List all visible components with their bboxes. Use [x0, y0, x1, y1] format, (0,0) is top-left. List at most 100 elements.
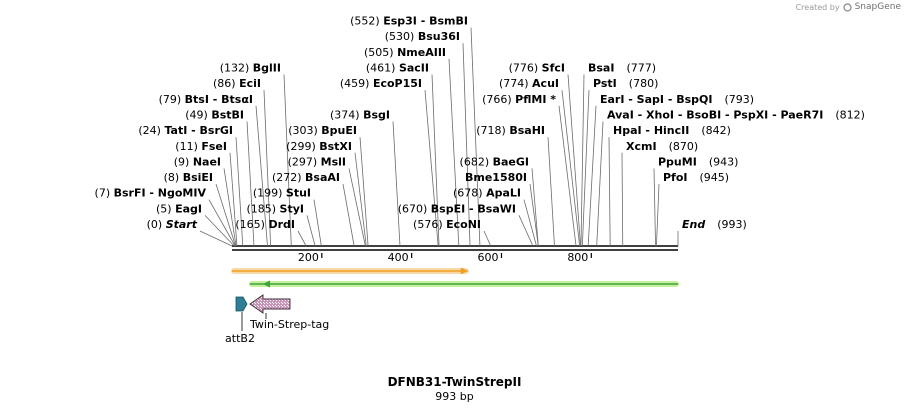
- site-label: (530) Bsu36I: [385, 30, 460, 43]
- restriction-site[interactable]: (530) Bsu36I: [385, 30, 471, 247]
- site-label: (8) BsiEI: [164, 171, 213, 184]
- site-label: (49) BstBI: [185, 108, 244, 121]
- ruler-tick-label: 800: [567, 251, 588, 264]
- ruler-tick: 200: [298, 251, 323, 264]
- ruler-tick: 600: [477, 251, 503, 264]
- credit-brand: SnapGene: [854, 2, 901, 12]
- site-label: PpuMI(943): [658, 155, 738, 168]
- orf-arrow[interactable]: [248, 280, 679, 288]
- backbone: [232, 245, 678, 251]
- site-label: (9) NaeI: [174, 155, 221, 168]
- site-label: (774) AcuI: [499, 77, 559, 90]
- restriction-site[interactable]: (24) TatI - BsrGI: [138, 124, 244, 247]
- restriction-site[interactable]: (9) NaeI: [174, 155, 237, 247]
- restriction-site[interactable]: XcmI(870): [621, 140, 698, 247]
- restriction-site[interactable]: (0) Start: [147, 218, 233, 247]
- restriction-site[interactable]: (678) ApaLI: [453, 187, 537, 247]
- restriction-site[interactable]: PstI(780): [581, 77, 658, 247]
- restriction-site[interactable]: (718) BsaHI: [476, 124, 555, 247]
- restriction-site[interactable]: (8) BsiEI: [164, 171, 236, 247]
- restriction-site[interactable]: (132) BglII: [220, 62, 292, 247]
- site-label: (718) BsaHI: [476, 124, 545, 137]
- restriction-site[interactable]: (299) BstXI: [286, 140, 367, 247]
- site-label: AvaI - XhoI - BsoBI - PspXI - PaeR7I(812…: [607, 108, 865, 121]
- feature-label-attb2: attB2: [225, 332, 255, 345]
- restriction-site[interactable]: (11) FseI: [175, 140, 238, 247]
- site-label: (552) Esp3I - BsmBI: [350, 15, 468, 28]
- site-label: (272) BsaAI: [272, 171, 340, 184]
- site-label: (132) BglII: [220, 62, 281, 75]
- credit-prefix: Created by: [795, 2, 840, 12]
- site-label: (297) MslI: [288, 155, 346, 168]
- feature-attb2[interactable]: attB2: [225, 296, 255, 345]
- site-label: (682) BaeGI: [460, 155, 529, 168]
- feature-twin-strep-tag[interactable]: Twin-Strep-tag: [249, 294, 329, 331]
- site-label: (670) BspEI - BsaWI: [398, 202, 516, 215]
- site-label: (7) BsrFI - NgoMIV: [95, 187, 207, 200]
- restriction-site[interactable]: (459) EcoP15I: [340, 77, 439, 247]
- snapgene-logo-icon: [842, 2, 852, 12]
- restriction-site[interactable]: (766) PflMI *: [482, 93, 577, 247]
- site-label: (505) NmeAIII: [364, 46, 446, 59]
- site-label: End(993): [682, 218, 747, 231]
- restriction-site[interactable]: (297) MslI: [288, 155, 366, 247]
- restriction-site[interactable]: End(993): [677, 218, 747, 246]
- site-label: (299) BstXI: [286, 140, 352, 153]
- ruler-tick: 400: [388, 251, 413, 264]
- site-label: (459) EcoP15I: [340, 77, 422, 90]
- restriction-site[interactable]: (199) StuI: [253, 187, 322, 247]
- restriction-site[interactable]: (185) StyI: [246, 202, 316, 247]
- site-label: (461) SacII: [366, 62, 429, 75]
- restriction-site[interactable]: (79) BtsI - BtsαI: [159, 93, 268, 247]
- restriction-site[interactable]: (303) BpuEI: [288, 124, 369, 247]
- orf-arrow[interactable]: [231, 267, 469, 275]
- restriction-site[interactable]: (552) Esp3I - BsmBI: [350, 15, 481, 247]
- site-label: (11) FseI: [175, 140, 227, 153]
- restriction-site[interactable]: (86) EciI: [213, 77, 272, 247]
- site-label: (766) PflMI *: [482, 93, 556, 106]
- sequence-map: 200 400 600 800 (0) Start (5) EagI (7) BsrFI -…: [95, 15, 865, 345]
- site-label: (86) EciI: [213, 77, 261, 90]
- restriction-site[interactable]: (272) BsaAI: [272, 171, 355, 247]
- site-label: Bme1580I: [465, 171, 527, 184]
- site-label: (185) StyI: [246, 202, 304, 215]
- site-label: (678) ApaLI: [453, 187, 521, 200]
- restriction-site[interactable]: EarI - SapI - BspQI(793): [587, 93, 754, 247]
- restriction-site[interactable]: (461) SacII: [366, 62, 440, 247]
- restriction-site[interactable]: (49) BstBI: [185, 108, 255, 247]
- restriction-site[interactable]: (576) EcoNI: [413, 218, 492, 247]
- site-label: PstI(780): [593, 77, 658, 90]
- sequence-name: DFNB31-TwinStrepII: [387, 375, 522, 389]
- ruler-tick-label: 400: [388, 251, 409, 264]
- site-label: HpaI - HincII(842): [613, 124, 731, 137]
- restriction-site[interactable]: PfoI(945): [656, 171, 729, 247]
- restriction-site[interactable]: (670) BspEI - BsaWI: [398, 202, 534, 247]
- restriction-site[interactable]: BsaI(777): [580, 62, 656, 247]
- restriction-site[interactable]: (5) EagI: [156, 202, 235, 247]
- ruler-tick: 800: [567, 251, 592, 264]
- restriction-site[interactable]: (165) DrdI: [235, 218, 307, 247]
- site-label: (374) BsgI: [330, 108, 390, 121]
- site-label: (576) EcoNI: [413, 218, 481, 231]
- ruler-tick-label: 200: [298, 251, 319, 264]
- site-label: (776) SfcI: [509, 62, 565, 75]
- site-label: XcmI(870): [626, 140, 698, 153]
- restriction-site[interactable]: HpaI - HincII(842): [608, 124, 731, 247]
- restriction-site[interactable]: (374) BsgI: [330, 108, 401, 247]
- site-label: BsaI(777): [588, 62, 656, 75]
- sequence-length: 993 bp: [435, 390, 474, 403]
- restriction-site[interactable]: (776) SfcI: [509, 62, 581, 247]
- site-label: (5) EagI: [156, 202, 202, 215]
- restriction-site[interactable]: AvaI - XhoI - BsoBI - PspXI - PaeR7I(812…: [596, 108, 865, 247]
- site-label: (165) DrdI: [235, 218, 295, 231]
- restriction-site[interactable]: (505) NmeAIII: [364, 46, 460, 247]
- restriction-site[interactable]: (682) BaeGI: [460, 155, 539, 247]
- restriction-site[interactable]: (774) AcuI: [499, 77, 581, 247]
- feature-label-twin-strep-tag: Twin-Strep-tag: [249, 318, 329, 331]
- restriction-site[interactable]: PpuMI(943): [653, 155, 738, 247]
- restriction-site[interactable]: (7) BsrFI - NgoMIV: [95, 187, 236, 247]
- site-label: (24) TatI - BsrGI: [138, 124, 233, 137]
- site-label: (199) StuI: [253, 187, 311, 200]
- restriction-site[interactable]: Bme1580I: [465, 171, 539, 247]
- ruler-tick-label: 600: [477, 251, 498, 264]
